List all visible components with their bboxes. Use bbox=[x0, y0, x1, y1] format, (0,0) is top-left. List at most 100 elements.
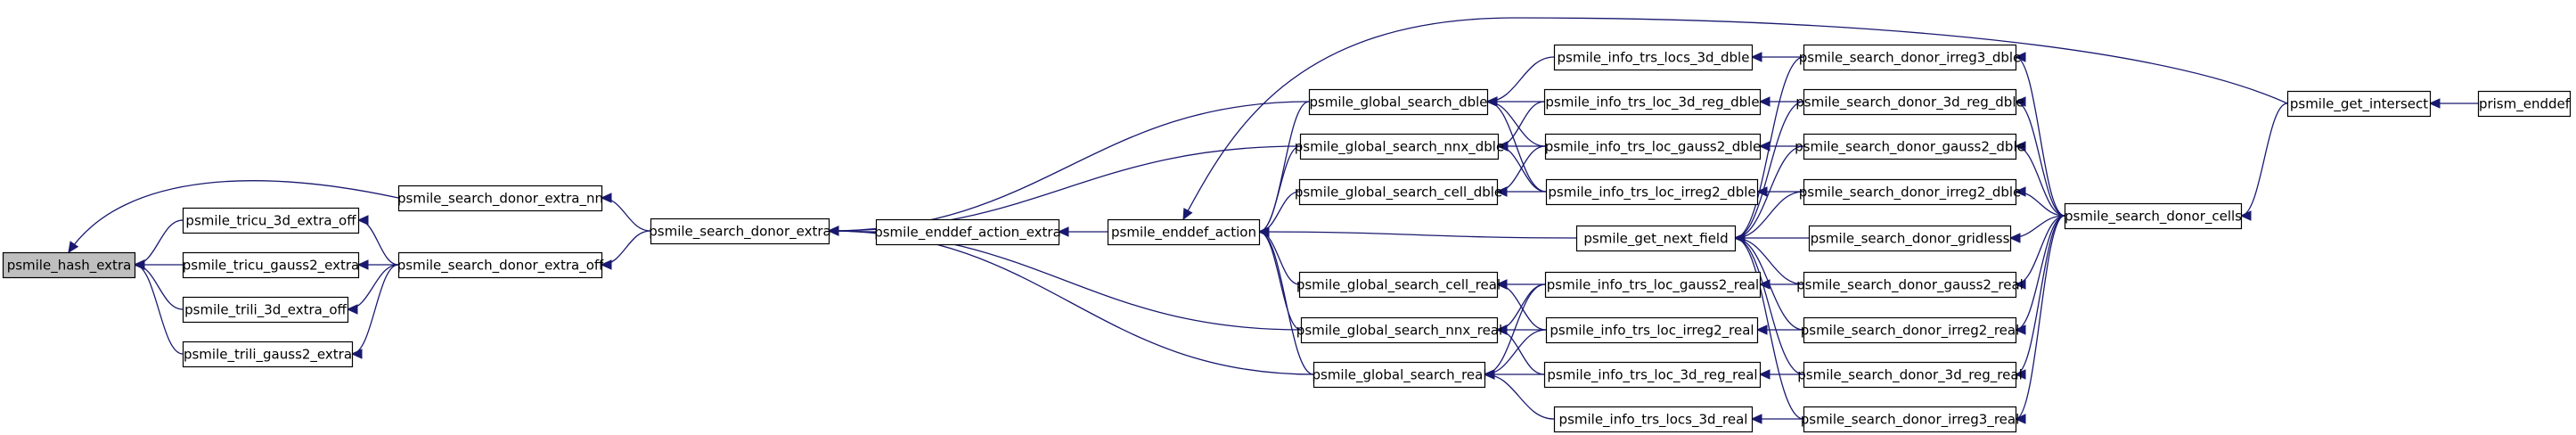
node-box bbox=[182, 207, 360, 234]
node-prism-enddef[interactable]: prism_enddef bbox=[2477, 90, 2572, 118]
node-gnf[interactable]: psmile_get_next_field bbox=[1575, 225, 1737, 252]
node-i-locirr2-dble[interactable]: psmile_info_trs_loc_irreg2_dble bbox=[1545, 178, 1759, 206]
node-label: psmile_search_donor_extra_nn bbox=[397, 191, 603, 208]
node-label: psmile_global_search_dble bbox=[1309, 94, 1487, 111]
node-label: psmile_search_donor_gauss2_dble bbox=[1795, 139, 2025, 156]
node-box bbox=[1575, 225, 1737, 252]
node-box bbox=[1803, 88, 2017, 116]
node-hash-extra[interactable]: psmile_hash_extra bbox=[2, 251, 136, 279]
node-sd-g2-real[interactable]: psmile_search_donor_gauss2_real bbox=[1796, 271, 2024, 299]
call-graph-edges bbox=[68, 17, 2478, 424]
node-label: psmile_global_search_real bbox=[1312, 367, 1486, 384]
edge-sd-cells-to-sd-irr3-real bbox=[2015, 215, 2065, 420]
node-sd-irr3-real[interactable]: psmile_search_donor_irreg3_real bbox=[1801, 406, 2020, 433]
node-label: psmile_info_trs_locs_3d_real bbox=[1559, 412, 1748, 429]
arrowhead-icon bbox=[2014, 414, 2026, 424]
node-sd-3dreg-real[interactable]: psmile_search_donor_3d_reg_real bbox=[1797, 361, 2023, 389]
node-sd-irr3-dble[interactable]: psmile_search_donor_irreg3_dble bbox=[1799, 44, 2022, 71]
arrowhead-icon bbox=[1755, 324, 1768, 335]
edge-sde-off-to-trilig2 bbox=[351, 264, 399, 355]
node-label: psmile_info_trs_locs_3d_dble bbox=[1558, 50, 1750, 67]
node-box bbox=[2, 251, 136, 279]
node-get-intersect[interactable]: psmile_get_intersect bbox=[2286, 90, 2432, 118]
edge-gsnnx-real-to-ea bbox=[1258, 231, 1302, 331]
edge-gsnnx-dble-to-sde bbox=[828, 145, 1301, 232]
node-box bbox=[1803, 44, 2017, 71]
edge-get-intersect-to-sd-cells bbox=[2240, 103, 2288, 217]
node-box bbox=[1553, 44, 1754, 71]
edge-i-locs3d-real-to-gs-real bbox=[1484, 373, 1555, 420]
arrowhead-icon bbox=[1257, 226, 1270, 237]
node-label: psmile_info_trs_loc_gauss2_dble bbox=[1545, 139, 1761, 156]
node-gscell-dble[interactable]: psmile_global_search_cell_dble bbox=[1295, 178, 1502, 206]
node-box bbox=[1803, 133, 2017, 160]
node-label: psmile_trili_gauss2_extra bbox=[184, 347, 352, 364]
edge-i-locg2-real-to-gsnnx-real bbox=[1496, 283, 1546, 331]
node-gs-dble[interactable]: psmile_global_search_dble bbox=[1308, 88, 1489, 116]
edge-sde-off-to-tricu3d bbox=[357, 219, 399, 266]
arrowhead-icon bbox=[1495, 324, 1508, 335]
node-gsnnx-real[interactable]: psmile_global_search_nnx_real bbox=[1296, 316, 1502, 344]
node-sd-irr2-dble[interactable]: psmile_search_donor_irreg2_dble bbox=[1799, 178, 2022, 206]
node-gscell-real[interactable]: psmile_global_search_cell_real bbox=[1296, 271, 1501, 299]
arrowhead-icon bbox=[1750, 52, 1762, 62]
node-sd-gridless[interactable]: psmile_search_donor_gridless bbox=[1808, 225, 2012, 252]
node-gs-real[interactable]: psmile_global_search_real bbox=[1312, 361, 1487, 389]
node-gsnnx-dble[interactable]: psmile_global_search_nnx_dble bbox=[1295, 133, 1504, 160]
node-eae[interactable]: psmile_enddef_action_extra bbox=[874, 218, 1061, 246]
node-sde-off[interactable]: psmile_search_donor_extra_off bbox=[397, 251, 604, 279]
node-box bbox=[182, 296, 349, 324]
node-trilig2[interactable]: psmile_trili_gauss2_extra bbox=[182, 341, 354, 368]
node-i-loc3dreg-dble[interactable]: psmile_info_trs_loc_3d_reg_dble bbox=[1543, 88, 1762, 116]
node-box bbox=[1803, 178, 2017, 206]
node-i-locs3d-real[interactable]: psmile_info_trs_locs_3d_real bbox=[1553, 406, 1754, 433]
node-label: psmile_search_donor_cells bbox=[2065, 209, 2242, 226]
arrowhead-icon bbox=[1495, 279, 1508, 290]
node-sd-g2-dble[interactable]: psmile_search_donor_gauss2_dble bbox=[1795, 133, 2025, 160]
node-i-locg2-real[interactable]: psmile_info_trs_loc_gauss2_real bbox=[1544, 271, 1762, 299]
node-trili3d[interactable]: psmile_trili_3d_extra_off bbox=[182, 296, 349, 324]
node-i-loc3dreg-real[interactable]: psmile_info_trs_loc_3d_reg_real bbox=[1543, 361, 1762, 389]
node-label: psmile_enddef_action bbox=[1111, 225, 1256, 242]
edge-gscell-dble-to-ea bbox=[1258, 191, 1300, 233]
arrowhead-icon bbox=[2014, 186, 2026, 197]
node-label: psmile_info_trs_loc_irreg2_real bbox=[1550, 323, 1754, 340]
node-i-locg2-dble[interactable]: psmile_info_trs_loc_gauss2_dble bbox=[1544, 133, 1762, 160]
node-sde[interactable]: psmile_search_donor_extra bbox=[649, 218, 831, 245]
node-box bbox=[1803, 361, 2017, 389]
node-i-locs3d-dble[interactable]: psmile_info_trs_locs_3d_dble bbox=[1553, 44, 1754, 71]
edge-i-locirr2-dble-to-gsnnx-dble bbox=[1497, 145, 1547, 193]
node-label: psmile_global_search_nnx_real bbox=[1296, 323, 1502, 340]
edge-trili3d-to-hash-extra bbox=[134, 264, 184, 310]
edge-gsnnx-dble-to-ea bbox=[1258, 145, 1301, 233]
arrowhead-icon bbox=[2008, 233, 2021, 243]
arrowhead-icon bbox=[1483, 369, 1495, 380]
node-box bbox=[397, 185, 603, 212]
edge-sd-3dreg-real-to-gnf bbox=[1734, 237, 1804, 375]
arrowhead-icon bbox=[68, 241, 79, 254]
node-box bbox=[2286, 90, 2432, 118]
node-i-locirr2-real[interactable]: psmile_info_trs_loc_irreg2_real bbox=[1545, 316, 1759, 344]
node-box bbox=[2477, 90, 2572, 118]
node-box bbox=[1544, 133, 1762, 160]
node-tricug2[interactable]: psmile_tricu_gauss2_extra bbox=[183, 251, 359, 279]
edge-gs-real-to-ea bbox=[1258, 231, 1314, 375]
node-box bbox=[1803, 406, 2017, 433]
node-label: psmile_global_search_cell_real bbox=[1296, 277, 1501, 294]
node-box bbox=[2064, 202, 2243, 230]
node-ea[interactable]: psmile_enddef_action bbox=[1107, 218, 1261, 246]
edge-tricu3d-to-hash-extra bbox=[134, 219, 184, 266]
edge-sd-irr3-real-to-gnf bbox=[1734, 237, 1804, 420]
node-sd-3dreg-dble[interactable]: psmile_search_donor_3d_reg_dble bbox=[1795, 88, 2024, 116]
node-box bbox=[875, 218, 1060, 246]
node-sd-irr2-real[interactable]: psmile_search_donor_irreg2_real bbox=[1801, 316, 2020, 344]
node-label: prism_enddef bbox=[2479, 96, 2571, 113]
node-sd-cells[interactable]: psmile_search_donor_cells bbox=[2064, 202, 2243, 230]
edge-get-intersect-to-ea bbox=[1182, 17, 2288, 220]
node-label: psmile_info_trs_loc_irreg2_dble bbox=[1548, 185, 1755, 201]
node-box bbox=[1544, 271, 1762, 299]
node-tricu3d[interactable]: psmile_tricu_3d_extra_off bbox=[182, 207, 360, 234]
node-sde-nn[interactable]: psmile_search_donor_extra_nn bbox=[397, 185, 603, 212]
edge-sde-to-sde-nn bbox=[601, 197, 651, 232]
node-label: psmile_hash_extra bbox=[7, 258, 132, 275]
